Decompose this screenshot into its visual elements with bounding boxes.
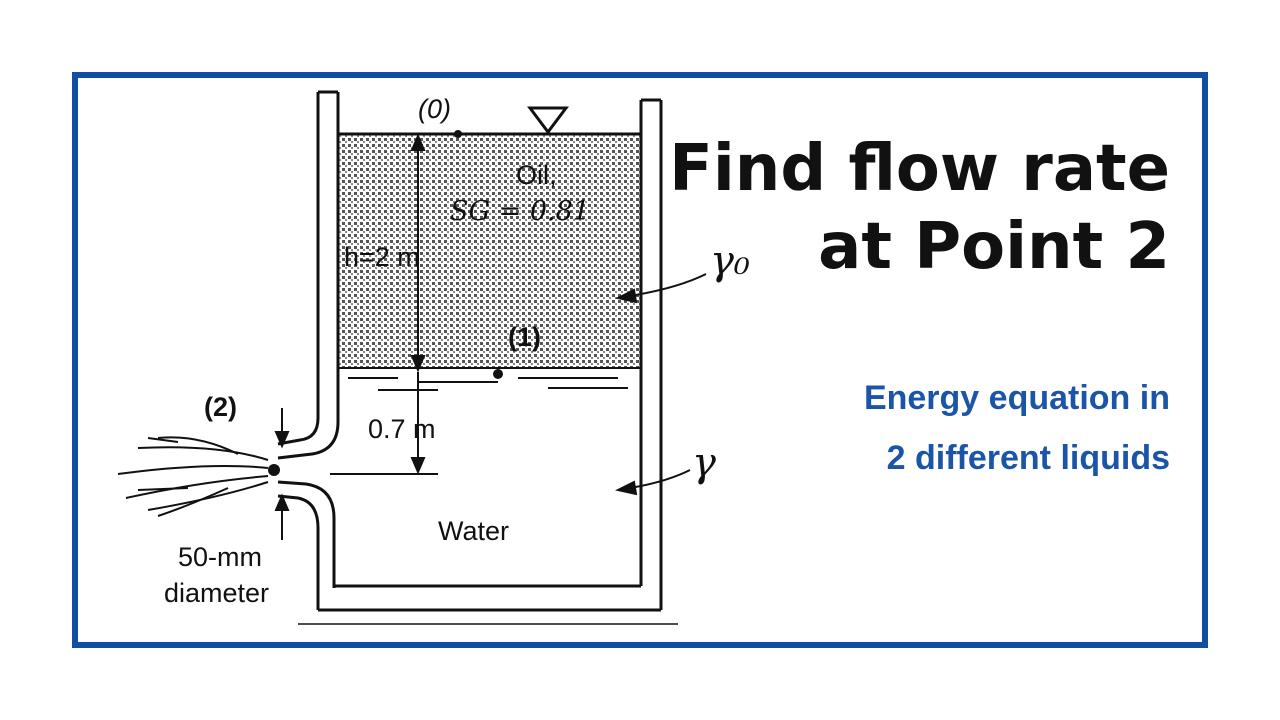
nozzle-arrows xyxy=(274,408,290,540)
free-surface-marker xyxy=(527,106,569,135)
depth-dimension xyxy=(330,372,438,475)
subtitle-line-2: 2 different liquids xyxy=(886,439,1170,477)
diameter-label-line1: 50-mm xyxy=(178,542,262,572)
tank-walls xyxy=(277,90,678,625)
point-0-marker xyxy=(454,130,462,138)
water-label: Water xyxy=(438,516,509,546)
sg-label: SG = 0.81 xyxy=(450,196,590,227)
point-1-label: (1) xyxy=(508,322,541,352)
tank-diagram: (0) Oil, SG = 0.81 h=2 m (1) γ₀ (2) 0.7 … xyxy=(117,90,750,625)
depth-label: 0.7 m xyxy=(368,414,436,444)
gamma-leaders xyxy=(615,273,707,496)
point-2-marker xyxy=(268,464,280,476)
point-1-marker xyxy=(493,369,503,379)
title-line-2: at Point 2 xyxy=(818,210,1170,284)
page-title: Find flow rate at Point 2 xyxy=(650,130,1170,286)
subtitle-line-1: Energy equation in xyxy=(863,379,1170,417)
water-jet xyxy=(117,436,269,517)
height-dimension xyxy=(410,133,426,373)
point-2-label: (2) xyxy=(204,392,237,422)
title-line-1: Find flow rate xyxy=(669,132,1170,206)
oil-region xyxy=(338,134,641,368)
diameter-label-line2: diameter xyxy=(164,578,269,608)
oil-label: Oil, xyxy=(516,160,557,190)
frame-border: (0) Oil, SG = 0.81 h=2 m (1) γ₀ (2) 0.7 … xyxy=(72,72,1208,648)
height-label: h=2 m xyxy=(344,242,420,272)
gamma-0-label: γ₀ xyxy=(710,238,750,284)
point-0-label: (0) xyxy=(418,94,451,124)
gamma-label: γ xyxy=(692,440,716,486)
subtitle: Energy equation in 2 different liquids xyxy=(710,368,1170,488)
